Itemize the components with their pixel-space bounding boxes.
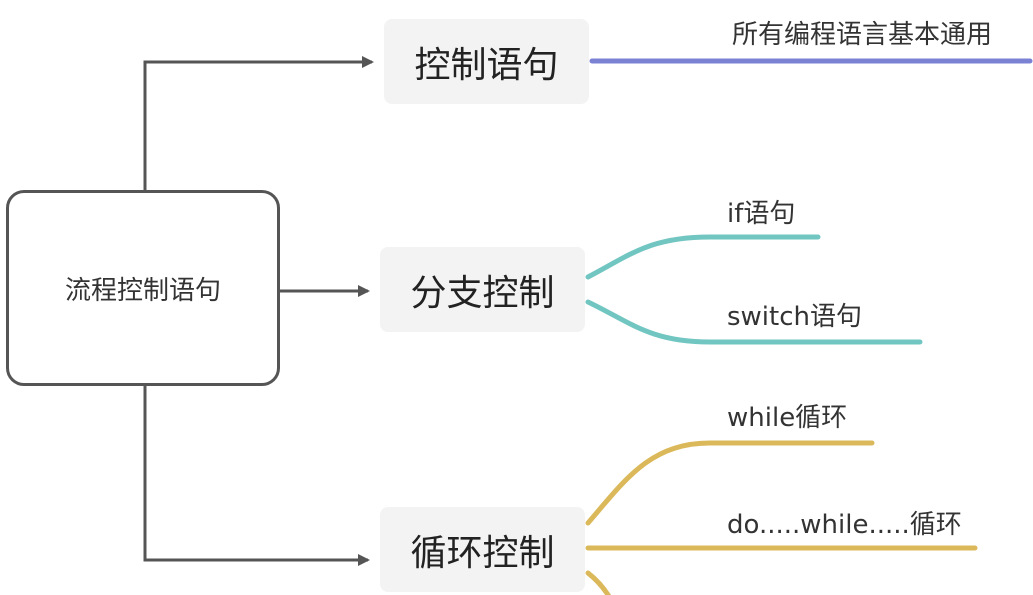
branch-line-while	[585, 440, 875, 526]
node-loop-control: 循环控制	[380, 507, 585, 592]
connector-root-to-loop	[143, 386, 370, 566]
leaf-switch-statement: switch语句	[727, 302, 863, 332]
leaf-general-note: 所有编程语言基本通用	[732, 20, 993, 50]
connector-root-to-control	[143, 56, 374, 190]
node-branch-control-label: 分支控制	[410, 272, 555, 314]
node-control-statements: 控制语句	[384, 19, 589, 104]
node-branch-control: 分支控制	[380, 247, 585, 332]
root-node-label: 流程控制语句	[64, 275, 221, 306]
leaf-while-loop: while循环	[727, 403, 848, 433]
branch-line-switch	[585, 299, 923, 345]
leaf-do-while-loop: do.....while.....循环	[727, 510, 962, 540]
node-control-statements-label: 控制语句	[414, 44, 559, 86]
branch-line-if	[585, 234, 821, 280]
branch-line-cutoff	[585, 570, 612, 595]
root-node: 流程控制语句	[6, 190, 280, 386]
leaf-if-statement: if语句	[727, 199, 796, 229]
node-loop-control-label: 循环控制	[410, 532, 555, 574]
